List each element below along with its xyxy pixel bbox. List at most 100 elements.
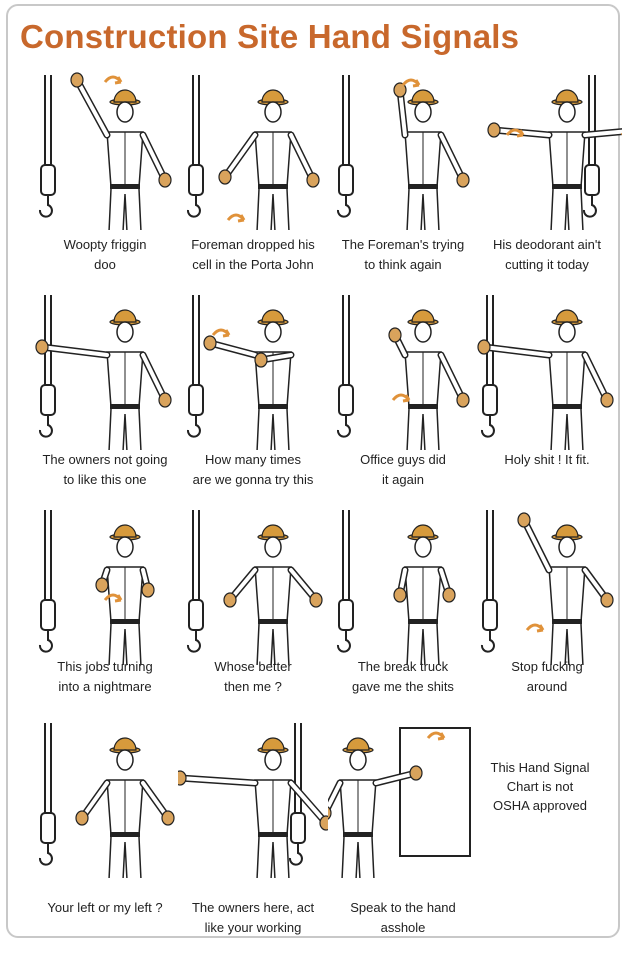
caption-line-2: cutting it today [505, 257, 589, 272]
hook-block [338, 384, 354, 416]
glove-icon [388, 327, 402, 343]
crane-hook-icon [288, 843, 303, 866]
sleeve-l [40, 345, 109, 357]
pants [108, 408, 142, 450]
caption-line-2: are we gonna try this [192, 472, 314, 487]
belt [408, 184, 438, 189]
pants [406, 188, 440, 230]
motion-arrow-icon [426, 731, 446, 741]
caption-line-2: to like this one [63, 472, 147, 487]
crane-hook-icon [336, 415, 351, 438]
caption-line-1: Your left or my left ? [47, 900, 163, 915]
hardhat-icon [411, 89, 435, 103]
hook-block [290, 812, 306, 844]
glove-icon [141, 582, 155, 598]
head [558, 321, 576, 343]
sleeve-l [522, 518, 551, 572]
glove-icon [393, 587, 407, 603]
belt [110, 832, 140, 837]
sleeve-r [289, 781, 328, 825]
motion-arrow-icon [226, 213, 246, 223]
signal-figure-icon [38, 72, 172, 230]
belt [408, 404, 438, 409]
pants [256, 836, 290, 878]
glove-icon [218, 169, 232, 185]
caption-line-1: The break truck [357, 659, 449, 674]
head [414, 536, 432, 558]
head [414, 101, 432, 123]
signal-figure-icon [336, 75, 470, 230]
sleeve-r [439, 353, 465, 402]
signal-figure-icon [480, 510, 614, 665]
motion-arrow-icon [505, 128, 525, 138]
hook-block [482, 599, 498, 631]
crane-hook-icon [186, 195, 201, 218]
hook-block [482, 384, 498, 416]
hardhat-icon [261, 309, 285, 323]
glove-icon [158, 392, 172, 408]
hook-block [188, 164, 204, 196]
signal-figure-icon [336, 295, 470, 450]
caption-line-1: Foreman dropped his [191, 237, 315, 252]
glove-icon [456, 172, 470, 188]
belt [552, 184, 582, 189]
glove-icon [517, 512, 531, 528]
caption-line-1: Stop fucking [511, 659, 583, 674]
pants [550, 623, 584, 665]
caption-line-2: into a nightmare [58, 679, 152, 694]
signal-figure-icon [178, 723, 328, 878]
crane-hook-icon [480, 415, 495, 438]
hook-block [40, 599, 56, 631]
sleeve-l [178, 776, 257, 785]
glove-icon [456, 392, 470, 408]
caption-line-1: Whose better [214, 659, 292, 674]
hook-block [40, 384, 56, 416]
pants [256, 623, 290, 665]
hardhat-icon [346, 737, 370, 751]
crane-hook-icon [582, 195, 597, 218]
signal-figure-icon [477, 295, 614, 450]
sleeve-l [328, 781, 342, 812]
osha-disclaimer: This Hand Signal Chart is not OSHA appro… [480, 758, 600, 815]
speak-box [399, 727, 471, 857]
glove-icon [306, 172, 320, 188]
osha-line-1: This Hand Signal [490, 760, 590, 775]
pants [108, 836, 142, 878]
hardhat-icon [555, 524, 579, 538]
caption-line-2: to think again [364, 257, 442, 272]
signal-figure-icon [186, 295, 295, 450]
head [558, 536, 576, 558]
glove-icon [393, 82, 407, 98]
caption-line-2: asshole [380, 920, 426, 935]
crane-hook-icon [38, 415, 53, 438]
hardhat-icon [113, 89, 137, 103]
page-title: Construction Site Hand Signals [20, 18, 520, 55]
head [116, 536, 134, 558]
glove-icon [319, 815, 328, 831]
glove-icon [487, 122, 501, 138]
glove-icon [309, 592, 323, 608]
pants [406, 408, 440, 450]
pants [256, 408, 290, 450]
belt [408, 619, 438, 624]
signal-figure-icon [35, 295, 172, 450]
caption-line-2: it again [382, 472, 424, 487]
head [414, 321, 432, 343]
hook-block [338, 164, 354, 196]
belt [110, 404, 140, 409]
signal-figure-icon [328, 727, 471, 878]
